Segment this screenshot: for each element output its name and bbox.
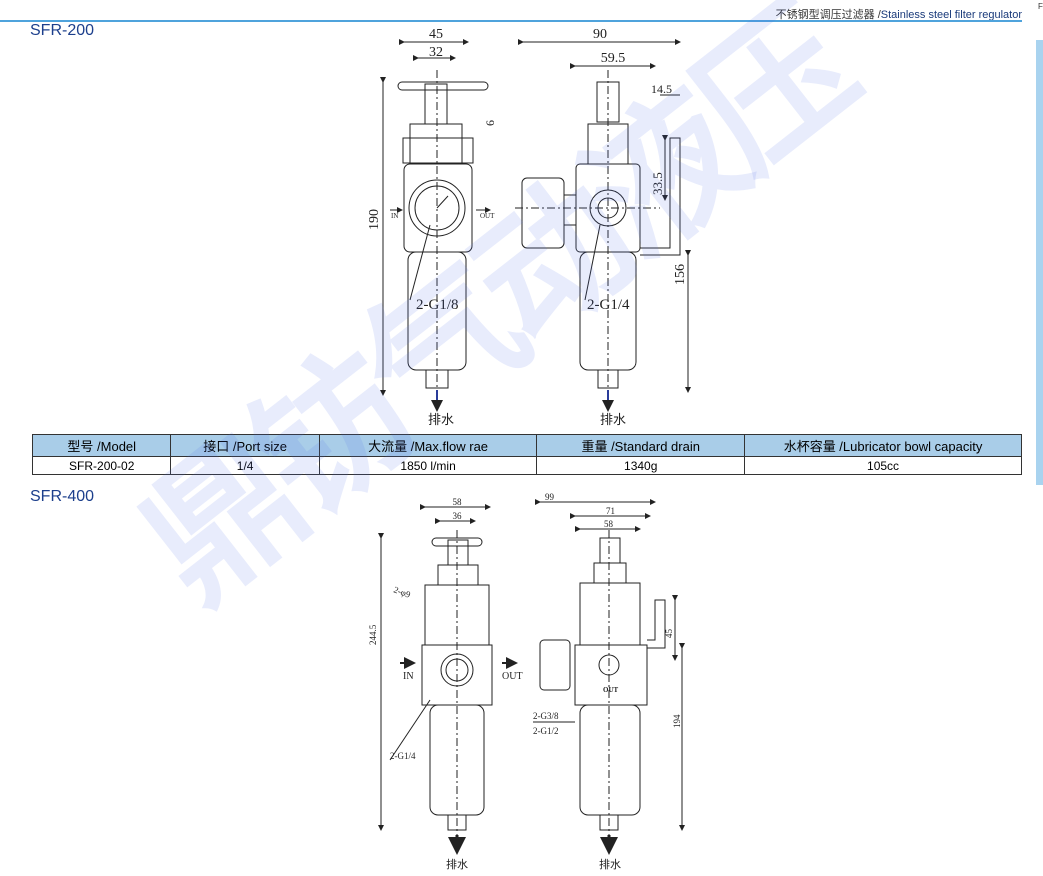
table-row: SFR-200-02 1/4 1850 l/min 1340g 105cc xyxy=(31,456,1022,475)
dim-71: 71 xyxy=(606,506,615,516)
cell-weight: 1340g xyxy=(536,456,746,475)
sfr200-side-view xyxy=(515,39,691,412)
label-out: OUT xyxy=(480,212,495,220)
drain-label-side: 排水 xyxy=(600,412,626,427)
sfr400-side-view xyxy=(533,499,685,855)
cell-max-flow: 1850 l/min xyxy=(318,456,538,475)
header-title-cn: 不锈钢型调压过滤器 / xyxy=(775,9,881,21)
dim-32: 32 xyxy=(429,45,443,60)
drain-label: 排水 xyxy=(428,412,454,427)
col-weight: 重量 /Standard drain xyxy=(536,434,746,457)
dim-99: 99 xyxy=(545,492,555,502)
label-in-400: IN xyxy=(403,671,414,682)
dim-190: 190 xyxy=(367,209,382,230)
port-label-g12: 2-G1/2 xyxy=(533,726,559,736)
dim-59-5: 59.5 xyxy=(601,51,626,66)
model-title-sfr200: SFR-200 xyxy=(30,22,95,39)
corner-mark: F xyxy=(1038,2,1043,11)
label-out-400: OUT xyxy=(502,671,523,682)
port-label-g38: 2-G3/8 xyxy=(533,711,559,721)
port-label-side: 2-G1/4 xyxy=(587,297,630,313)
dim-45: 45 xyxy=(429,27,443,42)
col-model: 型号 /Model xyxy=(31,434,172,457)
sfr400-front-view xyxy=(378,504,518,855)
drain-label-side-400: 排水 xyxy=(599,857,621,871)
sfr200-front-view xyxy=(380,39,491,412)
hole-label: 2-φ9 xyxy=(392,584,412,599)
dim-58: 58 xyxy=(453,497,463,507)
dim-244-5: 244.5 xyxy=(368,624,378,645)
model-title-sfr400: SFR-400 xyxy=(30,488,95,505)
cell-model: SFR-200-02 xyxy=(31,456,172,475)
side-tab-strip xyxy=(1036,40,1043,485)
header-title-en: Stainless steel filter regulator xyxy=(880,9,1022,21)
dim-14-5: 14.5 xyxy=(651,82,672,96)
col-max-flow: 大流量 /Max.flow rae xyxy=(318,434,538,457)
dim-194: 194 xyxy=(672,714,682,728)
dim-6: 6 xyxy=(483,120,497,126)
label-in: IN xyxy=(391,212,398,220)
dim-45-side: 45 xyxy=(664,629,674,639)
table-header-row: 型号 /Model 接口 /Port size 大流量 /Max.flow ra… xyxy=(31,434,1022,457)
dim-90: 90 xyxy=(593,27,607,42)
port-label-400: 2-G1/4 xyxy=(390,751,416,761)
col-port-size: 接口 /Port size xyxy=(170,434,320,457)
cell-port-size: 1/4 xyxy=(170,456,320,475)
page-header: 不锈钢型调压过滤器 /Stainless steel filter regula… xyxy=(776,6,1022,22)
dim-156: 156 xyxy=(673,264,688,285)
header-rule xyxy=(0,20,1022,22)
port-label: 2-G1/8 xyxy=(416,297,459,313)
cell-bowl-capacity: 105cc xyxy=(744,456,1022,475)
dim-33-5: 33.5 xyxy=(650,172,665,195)
drain-label-400: 排水 xyxy=(446,857,468,871)
col-bowl-capacity: 水杯容量 /Lubricator bowl capacity xyxy=(744,434,1022,457)
spec-table: 型号 /Model 接口 /Port size 大流量 /Max.flow ra… xyxy=(31,434,1022,475)
dim-58-side: 58 xyxy=(604,519,614,529)
dim-36: 36 xyxy=(453,511,463,521)
label-out-side: OUT xyxy=(603,686,619,694)
